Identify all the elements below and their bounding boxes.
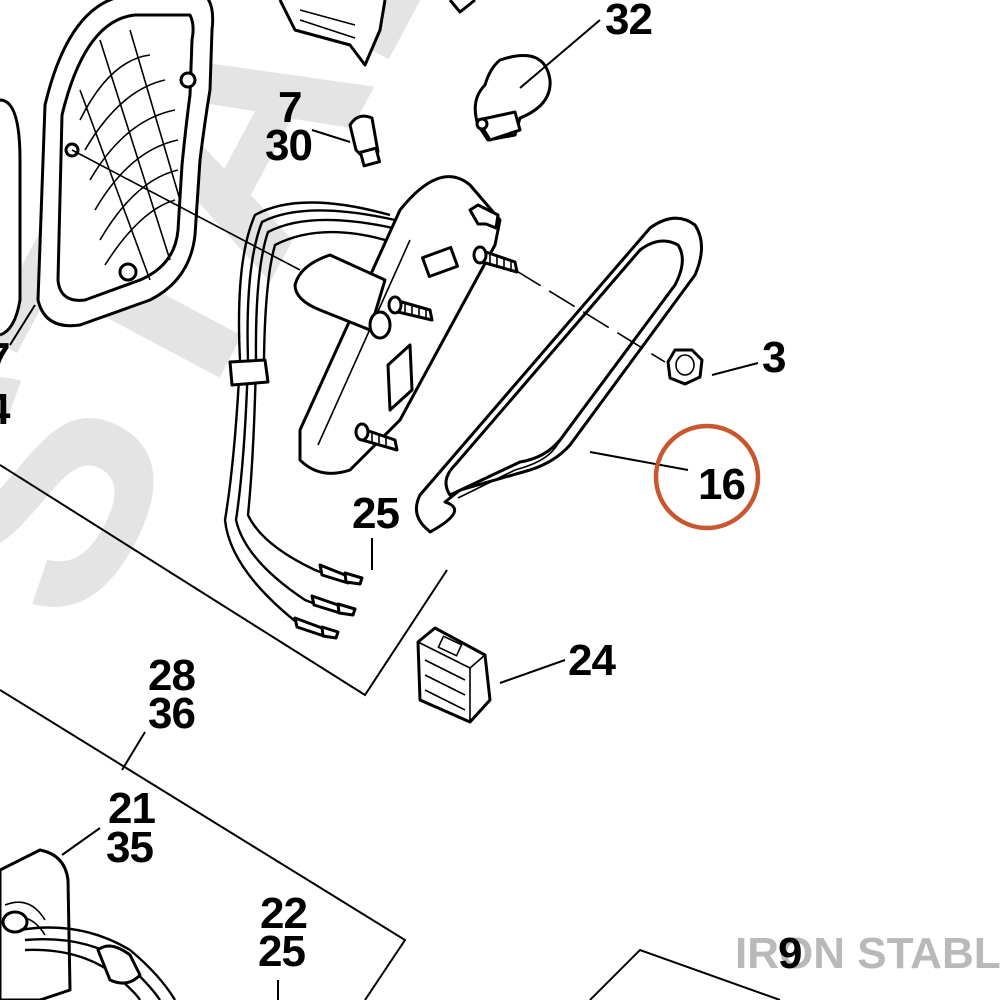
callout-35: 35 — [106, 823, 153, 872]
bulb-7-30 — [348, 114, 382, 168]
leader-16 — [589, 451, 689, 471]
callout-25-top: 25 — [352, 489, 399, 538]
gasket-16 — [414, 216, 703, 534]
highlight-circle — [653, 423, 761, 531]
leader-7-4-cut — [9, 304, 36, 346]
leader-28-36 — [121, 731, 146, 771]
wire-harness — [223, 201, 396, 640]
callout-24: 24 — [568, 636, 616, 685]
callout-7-cut: 7 — [0, 334, 9, 383]
callout-16: 16 — [698, 460, 745, 509]
lower-harness — [0, 848, 177, 1000]
leader-3 — [711, 362, 759, 376]
leader-32 — [519, 19, 601, 89]
leader-24 — [499, 659, 566, 684]
callout-32: 32 — [605, 0, 652, 44]
callout-9: 9 — [778, 929, 801, 978]
callout-21: 21 — [108, 784, 155, 833]
lamp-lens — [0, 0, 215, 337]
assembly-bracket — [0, 464, 448, 697]
callout-22: 22 — [260, 889, 307, 938]
bracket-top — [278, 0, 476, 67]
center-line — [514, 269, 666, 363]
lens-centerline — [71, 149, 301, 271]
connector-24 — [416, 626, 492, 724]
callout-4-cut: 4 — [0, 385, 11, 434]
leader-7-30 — [311, 129, 351, 143]
callout-7: 7 — [278, 83, 301, 132]
leader-21-35 — [61, 827, 101, 856]
callout-36: 36 — [148, 689, 195, 738]
callout-30: 30 — [265, 121, 312, 170]
callout-28: 28 — [148, 651, 195, 700]
callout-3: 3 — [762, 333, 785, 382]
socket-plate — [293, 175, 519, 475]
corner-watermark: IRON STABLE — [735, 929, 1000, 978]
nut-3 — [666, 348, 704, 386]
bulb-32 — [473, 54, 552, 142]
callout-25-bottom: 25 — [258, 927, 305, 976]
assembly-bracket-9 — [589, 948, 781, 1000]
assembly-bracket-lower — [0, 689, 407, 1000]
